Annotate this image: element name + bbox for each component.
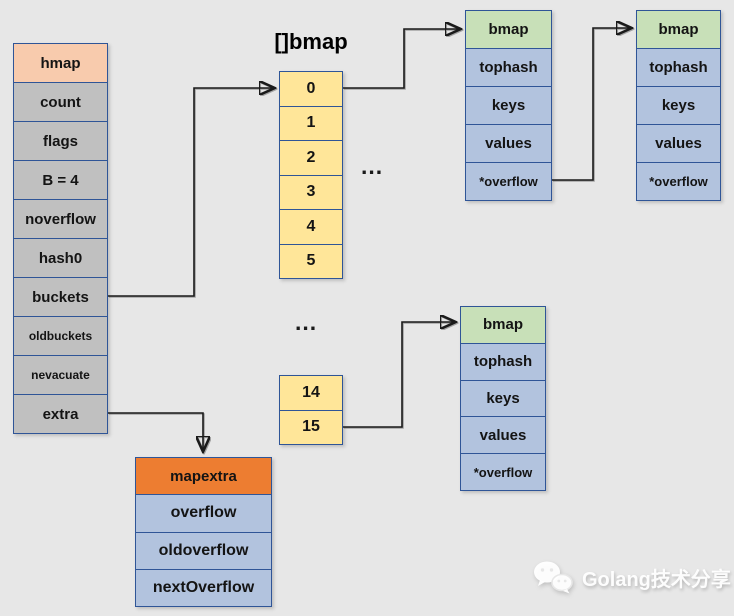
hmap-row-nevacuate: nevacuate [14, 355, 107, 394]
bucket-array-title: []bmap [274, 29, 348, 54]
bmap2-row-overflow: *overflow [637, 162, 720, 200]
mapextra-table: mapextra overflow oldoverflow nextOverfl… [135, 457, 272, 607]
hmap-row-noverflow: noverflow [14, 199, 107, 238]
arrow-overflow-to-bmap2 [552, 28, 631, 181]
bmap3-row-keys: keys [461, 379, 545, 417]
hmap-table: hmap count flags B = 4 noverflow hash0 b… [13, 43, 108, 434]
bucket-cell-1: 1 [280, 105, 342, 140]
watermark: Golang技术分享 [533, 560, 731, 594]
bucket-array-table-top: 0 1 2 3 4 5 [279, 71, 343, 279]
hmap-header-cell: hmap [14, 44, 107, 82]
mapextra-row-nextoverflow: nextOverflow [136, 568, 271, 606]
arrow-buckets-to-array [108, 88, 274, 297]
mapextra-header-cell: mapextra [136, 458, 271, 495]
arrow-extra-to-mapextra [108, 412, 203, 451]
bmap1-row-overflow: *overflow [466, 162, 551, 200]
hmap-row-b: B = 4 [14, 160, 107, 199]
bmap2-row-tophash: tophash [637, 48, 720, 86]
bmap2-row-keys: keys [637, 86, 720, 124]
bucket-cell-4: 4 [280, 209, 342, 244]
bucket-cell-14: 14 [280, 376, 342, 410]
hmap-row-count: count [14, 82, 107, 121]
bmap2-header-cell: bmap [637, 11, 720, 48]
bucket-array-table-bottom: 14 15 [279, 375, 343, 445]
bmap3-row-values: values [461, 416, 545, 454]
bmap1-header-cell: bmap [466, 11, 551, 48]
hmap-row-hash0: hash0 [14, 238, 107, 277]
bmap1-row-tophash: tophash [466, 48, 551, 86]
ellipsis-top: ... [361, 153, 384, 179]
bucket-cell-5: 5 [280, 243, 342, 278]
hmap-row-flags: flags [14, 121, 107, 160]
bmap3-row-overflow: *overflow [461, 453, 545, 490]
mapextra-row-overflow: overflow [136, 494, 271, 532]
mapextra-row-oldoverflow: oldoverflow [136, 531, 271, 569]
ellipsis-middle: ... [295, 309, 318, 335]
bmap-table-3: bmap tophash keys values *overflow [460, 306, 546, 491]
bmap-table-1: bmap tophash keys values *overflow [465, 10, 552, 201]
bmap1-row-keys: keys [466, 86, 551, 124]
arrow-bucket15-to-bmap3 [343, 322, 455, 428]
watermark-text: Golang技术分享 [582, 568, 731, 591]
bucket-cell-0: 0 [280, 72, 342, 106]
bmap3-row-tophash: tophash [461, 342, 545, 380]
hmap-row-buckets: buckets [14, 277, 107, 316]
bucket-cell-2: 2 [280, 140, 342, 175]
hmap-row-extra: extra [14, 394, 107, 433]
bmap3-header-cell: bmap [461, 307, 545, 343]
wechat-icon [534, 561, 573, 594]
hmap-row-oldbuckets: oldbuckets [14, 316, 107, 355]
bmap2-row-values: values [637, 124, 720, 162]
bucket-cell-3: 3 [280, 174, 342, 209]
bucket-cell-15: 15 [280, 409, 342, 444]
bmap-table-2: bmap tophash keys values *overflow [636, 10, 721, 201]
bmap1-row-values: values [466, 124, 551, 162]
